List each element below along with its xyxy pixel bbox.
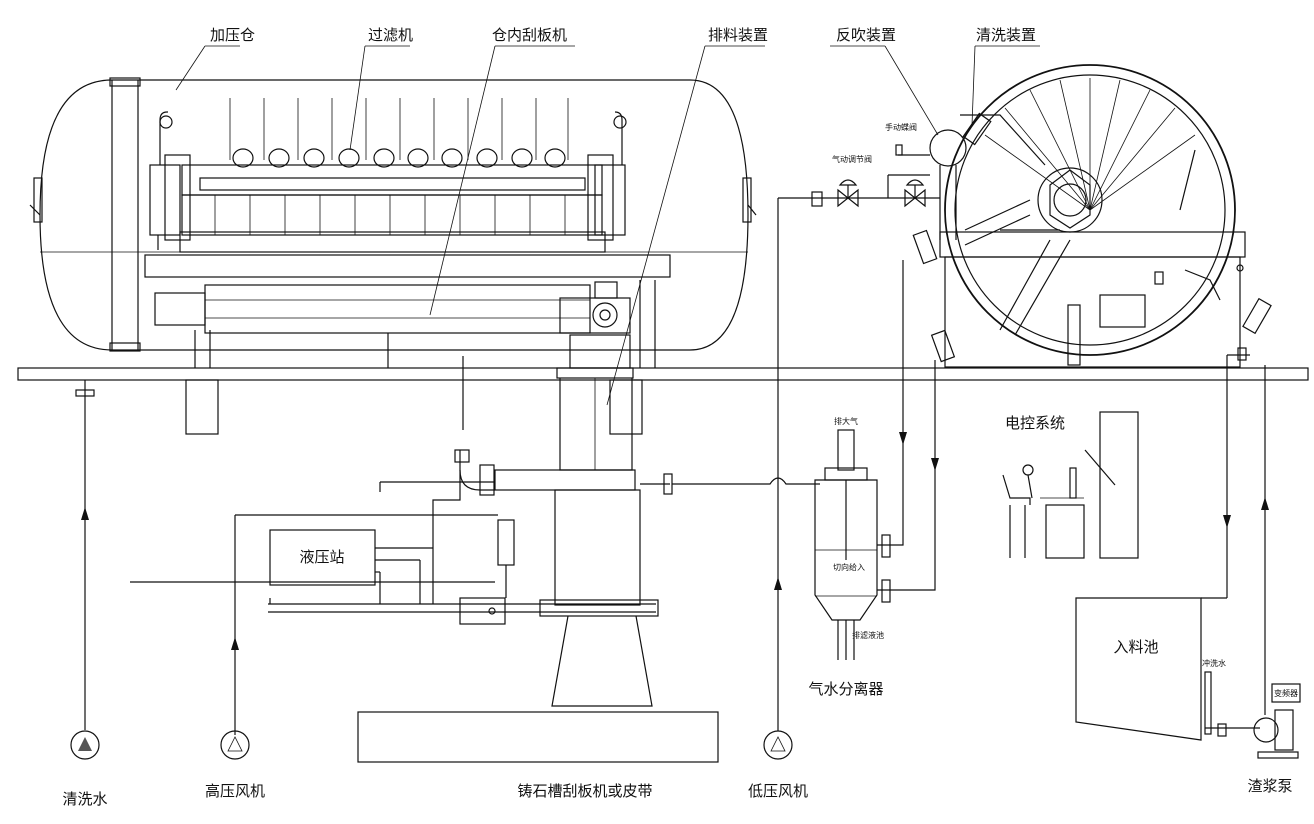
label-cleaning: 清洗装置 <box>976 26 1036 44</box>
feed-pool: 入料池 <box>1075 597 1202 741</box>
vent-label: 排大气 <box>834 416 858 426</box>
label-filter: 过滤机 <box>368 26 413 44</box>
label-scraper: 仓内刮板机 <box>492 26 567 44</box>
feed-lines <box>1201 347 1269 715</box>
label-lp-blower: 低压风机 <box>748 782 808 800</box>
wash-water-line <box>70 380 100 760</box>
filter-assembly <box>149 98 627 253</box>
flush-water-label: 冲洗水 <box>1202 658 1226 668</box>
label-separator: 气水分离器 <box>808 680 883 698</box>
inverter-label: 变频器 <box>1274 688 1298 698</box>
lp-blower-line: 手动蝶阀 气动调节阀 <box>763 122 967 760</box>
platform <box>17 367 1309 435</box>
pneumatic-valve-label: 气动调节阀 <box>832 154 872 164</box>
leader-lines <box>175 45 1040 406</box>
label-electric-control: 电控系统 <box>1005 414 1065 432</box>
hp-blower <box>220 637 250 760</box>
filter-discs <box>214 98 569 235</box>
drain-label: 排滤液池 <box>852 630 884 640</box>
in-chamber-scraper <box>144 254 671 368</box>
gas-water-separator: 排大气 切向给入 排滤液池 <box>814 260 939 660</box>
hydraulic-station: 液压站 <box>130 470 498 735</box>
manual-valve-label: 手动蝶阀 <box>885 122 917 132</box>
feed-pool-label: 入料池 <box>1113 638 1158 656</box>
label-wash-water: 清洗水 <box>62 790 107 808</box>
electric-control-system <box>1002 411 1139 559</box>
label-discharge: 排料装置 <box>708 26 768 44</box>
discharge-device <box>268 334 719 763</box>
rotary-disc-filter <box>912 64 1272 368</box>
label-slurry-pump: 渣浆泵 <box>1247 777 1292 795</box>
text-labels: 加压仓 过滤机 仓内刮板机 排料装置 反吹装置 清洗装置 电控系统 气水分离器 … <box>62 26 1292 808</box>
slurry-pump: 变频器 冲洗水 <box>1202 658 1301 759</box>
label-pressure-chamber: 加压仓 <box>210 26 255 44</box>
label-cast-stone: 铸石槽刮板机或皮带 <box>517 782 652 800</box>
label-hp-blower: 高压风机 <box>205 782 265 800</box>
hydraulic-station-label: 液压站 <box>299 548 344 566</box>
tangential-inlet-label: 切向给入 <box>833 562 865 572</box>
label-back-blow: 反吹装置 <box>836 26 896 44</box>
pressure-chamber-vessel <box>29 77 757 352</box>
